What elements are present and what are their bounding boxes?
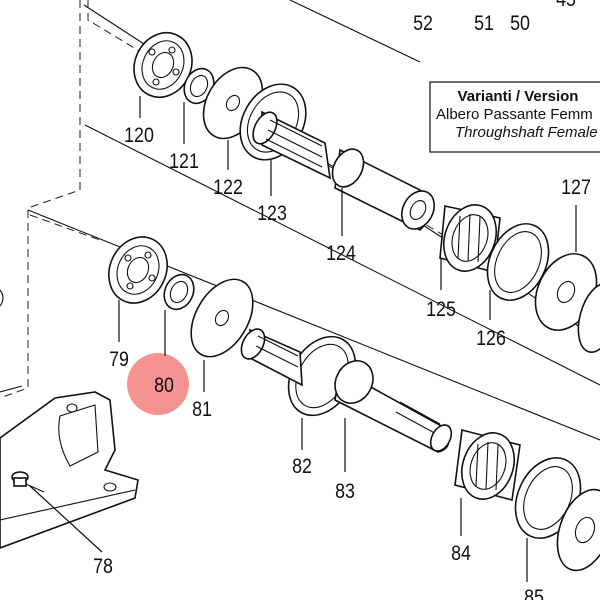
version-line-en: Throughshaft Female bbox=[455, 124, 598, 141]
callout-121: 121 bbox=[169, 150, 199, 174]
callout-78: 78 bbox=[93, 555, 113, 579]
leader-lines bbox=[29, 96, 577, 582]
callout-45: 45 bbox=[556, 0, 576, 11]
callout-81: 81 bbox=[192, 398, 212, 422]
callout-51: 51 bbox=[474, 12, 494, 36]
callout-numbers: 52 51 50 45 120 121 122 123 124 125 126 … bbox=[93, 0, 591, 600]
version-line-it: Albero Passante Femm bbox=[436, 106, 593, 123]
callout-84: 84 bbox=[451, 542, 471, 566]
callout-80: 80 bbox=[154, 374, 174, 398]
shaft-83 bbox=[240, 328, 453, 453]
callout-127: 127 bbox=[561, 176, 591, 200]
callout-83: 83 bbox=[335, 480, 355, 504]
spacer-80 bbox=[163, 273, 195, 311]
highlight-marker bbox=[127, 353, 189, 415]
washer-127 bbox=[534, 253, 600, 353]
callout-79: 79 bbox=[109, 348, 129, 372]
bracket-78 bbox=[0, 391, 139, 549]
version-heading: Varianti / Version bbox=[458, 88, 579, 105]
callout-123: 123 bbox=[257, 202, 287, 226]
callout-50: 50 bbox=[510, 12, 530, 36]
bearing-125 bbox=[439, 204, 501, 274]
callout-124: 124 bbox=[326, 242, 356, 266]
bearing-79 bbox=[108, 236, 168, 304]
callout-120: 120 bbox=[124, 124, 154, 148]
callout-82: 82 bbox=[292, 455, 312, 479]
bearing-84 bbox=[454, 428, 521, 502]
callout-85: 85 bbox=[524, 586, 544, 600]
callout-52: 52 bbox=[413, 12, 433, 36]
version-box: Varianti / Version Albero Passante Femm … bbox=[429, 81, 600, 153]
callout-126: 126 bbox=[476, 327, 506, 351]
bolt-78 bbox=[11, 471, 45, 493]
callout-122: 122 bbox=[213, 176, 243, 200]
washer-81 bbox=[190, 278, 254, 358]
callout-125: 125 bbox=[426, 298, 456, 322]
shaft-124 bbox=[252, 110, 436, 231]
seal-85 bbox=[514, 457, 600, 572]
